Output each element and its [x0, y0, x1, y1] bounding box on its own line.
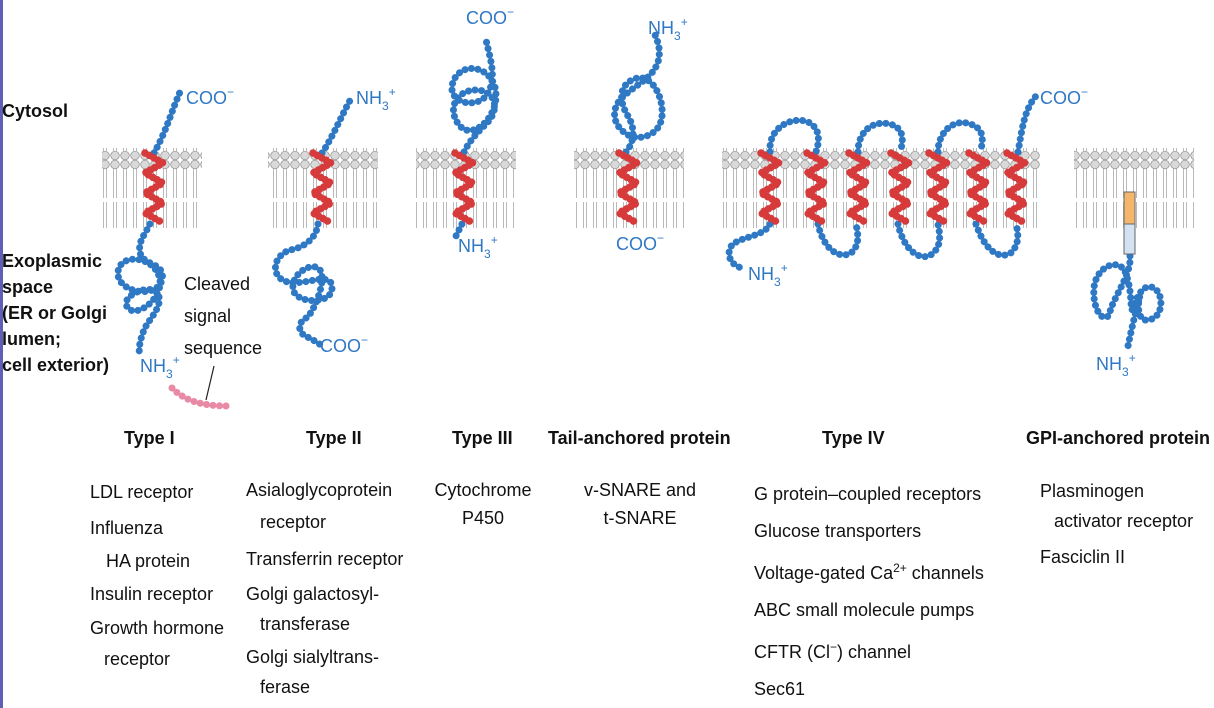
- example-item: ABC small molecule pumps: [754, 600, 975, 620]
- chain-type-iv-loop-exo-1: [814, 220, 862, 259]
- example-item: Fasciclin II: [1040, 547, 1126, 567]
- type-i-examples: LDL receptor Influenza HA protein Insuli…: [90, 474, 224, 674]
- cleaved-label-line-1: Cleaved: [184, 274, 250, 294]
- nh3-label-type-i: NH3+: [140, 353, 180, 381]
- example-item: Transferrin receptor: [246, 549, 404, 569]
- example-item: activator receptor: [1054, 511, 1194, 531]
- chain-type-iv-loop-cyt-1: [766, 116, 822, 156]
- tail-anchored-header: Tail-anchored protein: [548, 428, 731, 448]
- type-iv-header: Type IV: [822, 428, 885, 448]
- example-item: transferase: [260, 614, 351, 634]
- tail-anchored-examples: v-SNARE and t-SNARE: [570, 476, 710, 532]
- chain-type-iv-loop-cyt-3: [934, 119, 986, 156]
- helix-type-iv-1: [753, 149, 787, 227]
- nh3-label-type-iv: NH3+: [748, 261, 788, 289]
- example-superscript: 2+: [893, 561, 907, 575]
- example-item: Sec61: [754, 679, 806, 699]
- chain-type-iv-loop-cyt-2: [854, 119, 906, 156]
- exoplasmic-label-line: (ER or Golgi: [2, 303, 107, 323]
- example-item: Plasminogen: [1040, 481, 1145, 501]
- example-item: HA protein: [106, 551, 191, 571]
- example-item: Influenza: [90, 518, 164, 538]
- example-text: CFTR (Cl: [754, 642, 830, 662]
- exoplasmic-label-line: cell exterior): [2, 355, 110, 375]
- example-item: Insulin receptor: [90, 584, 214, 604]
- nh3-label-type-ii: NH3+: [356, 85, 396, 113]
- chain-type-iii-cytosolic-domain: [448, 36, 500, 156]
- exoplasmic-label-line: space: [2, 277, 54, 297]
- example-item: t-SNARE: [603, 508, 677, 528]
- example-item: LDL receptor: [90, 482, 194, 502]
- example-item: receptor: [104, 649, 171, 669]
- chain-type-iv-loop-exo-3: [972, 220, 1022, 259]
- example-superscript: −: [829, 640, 837, 654]
- cytosol-label: Cytosol: [2, 101, 69, 121]
- example-item: Voltage-gated Ca2+ channels: [754, 550, 984, 592]
- example-text: Voltage-gated Ca: [754, 563, 894, 583]
- nh3-label-tail-anchored: NH3+: [648, 15, 688, 43]
- chain-tail-anchored-cytosolic-domain: [611, 28, 666, 156]
- cooh-label-type-i: COO−: [186, 85, 234, 108]
- gpi-examples: Plasminogen activator receptor Fasciclin…: [1040, 476, 1193, 578]
- chain-type-ii-exoplasmic-domain: [272, 220, 336, 350]
- chain-type-ii-cytosolic-tail: [318, 93, 356, 157]
- cooh-label-type-ii: COO−: [320, 333, 368, 356]
- exoplasmic-label-line: Exoplasmic: [2, 251, 103, 271]
- example-item: Asialoglycoprotein: [246, 480, 393, 500]
- helix-type-iv-3: [841, 149, 875, 227]
- helix-type-iii: [447, 149, 481, 227]
- chain-type-iii-exoplasmic-end: [450, 220, 466, 244]
- type-ii-examples: Asialoglycoprotein receptor Transferrin …: [246, 474, 403, 700]
- example-text: ) channel: [837, 642, 912, 662]
- example-item: Cytochrome: [434, 480, 532, 500]
- type-i-header: Type I: [124, 428, 175, 448]
- type-iv-examples: G protein–coupled receptors Glucose tran…: [754, 476, 984, 708]
- cleaved-label-line-3: sequence: [184, 338, 262, 358]
- helix-type-i: [137, 149, 171, 227]
- cooh-label-tail-anchored: COO−: [616, 231, 664, 254]
- example-item: P450: [461, 508, 505, 528]
- type-iii-examples: Cytochrome P450: [428, 476, 538, 532]
- example-item: Golgi sialyltrans-: [246, 647, 380, 667]
- cleaved-signal-sequence: [168, 384, 232, 410]
- cleaved-signal-pointer: [205, 365, 215, 401]
- cleaved-label-line-2: signal: [184, 306, 231, 326]
- chain-type-iv-cterm: [1014, 92, 1040, 156]
- type-iii-header: Type III: [452, 428, 513, 448]
- example-item: G protein–coupled receptors: [754, 484, 982, 504]
- helix-type-iv-6: [961, 149, 995, 227]
- exoplasmic-label-line: lumen;: [2, 329, 62, 349]
- helix-type-iv-2: [799, 149, 833, 227]
- example-item: Growth hormone: [90, 618, 225, 638]
- nh3-label-gpi: NH3+: [1096, 351, 1136, 379]
- helix-type-iv-4: [883, 149, 917, 227]
- chain-gpi-domain: [1090, 252, 1165, 350]
- exoplasmic-space-label: Exoplasmic space (ER or Golgi lumen; cel…: [2, 248, 109, 378]
- example-item: Golgi galactosyl-: [246, 584, 380, 604]
- example-text: channels: [906, 563, 984, 583]
- gpi-anchor-glycan: [1123, 223, 1136, 255]
- chain-type-iv-nterm: [725, 220, 774, 272]
- helix-tail-anchored: [611, 149, 645, 227]
- gpi-anchor-lipid: [1123, 191, 1136, 225]
- cooh-label-type-iii: COO−: [466, 5, 514, 28]
- gpi-anchored-header: GPI-anchored protein: [1026, 428, 1211, 448]
- chain-type-i-cytosolic-tail: [150, 88, 184, 157]
- cooh-label-type-iv: COO−: [1040, 85, 1088, 108]
- example-item: ferase: [260, 677, 311, 697]
- example-item: Glucose transporters: [754, 521, 922, 541]
- type-ii-header: Type II: [306, 428, 362, 448]
- nh3-label-type-iii: NH3+: [458, 233, 498, 261]
- helix-type-iv-5: [921, 149, 955, 227]
- example-item: receptor: [260, 512, 327, 532]
- chain-type-iv-loop-exo-2: [894, 220, 944, 261]
- example-item: v-SNARE and: [583, 480, 697, 500]
- helix-type-iv-7: [999, 149, 1033, 227]
- helix-type-ii: [305, 149, 339, 227]
- chain-type-i-exoplasmic-domain: [114, 220, 166, 360]
- page-edge-bar: [0, 0, 3, 708]
- example-item: CFTR (Cl−) channel: [754, 629, 984, 671]
